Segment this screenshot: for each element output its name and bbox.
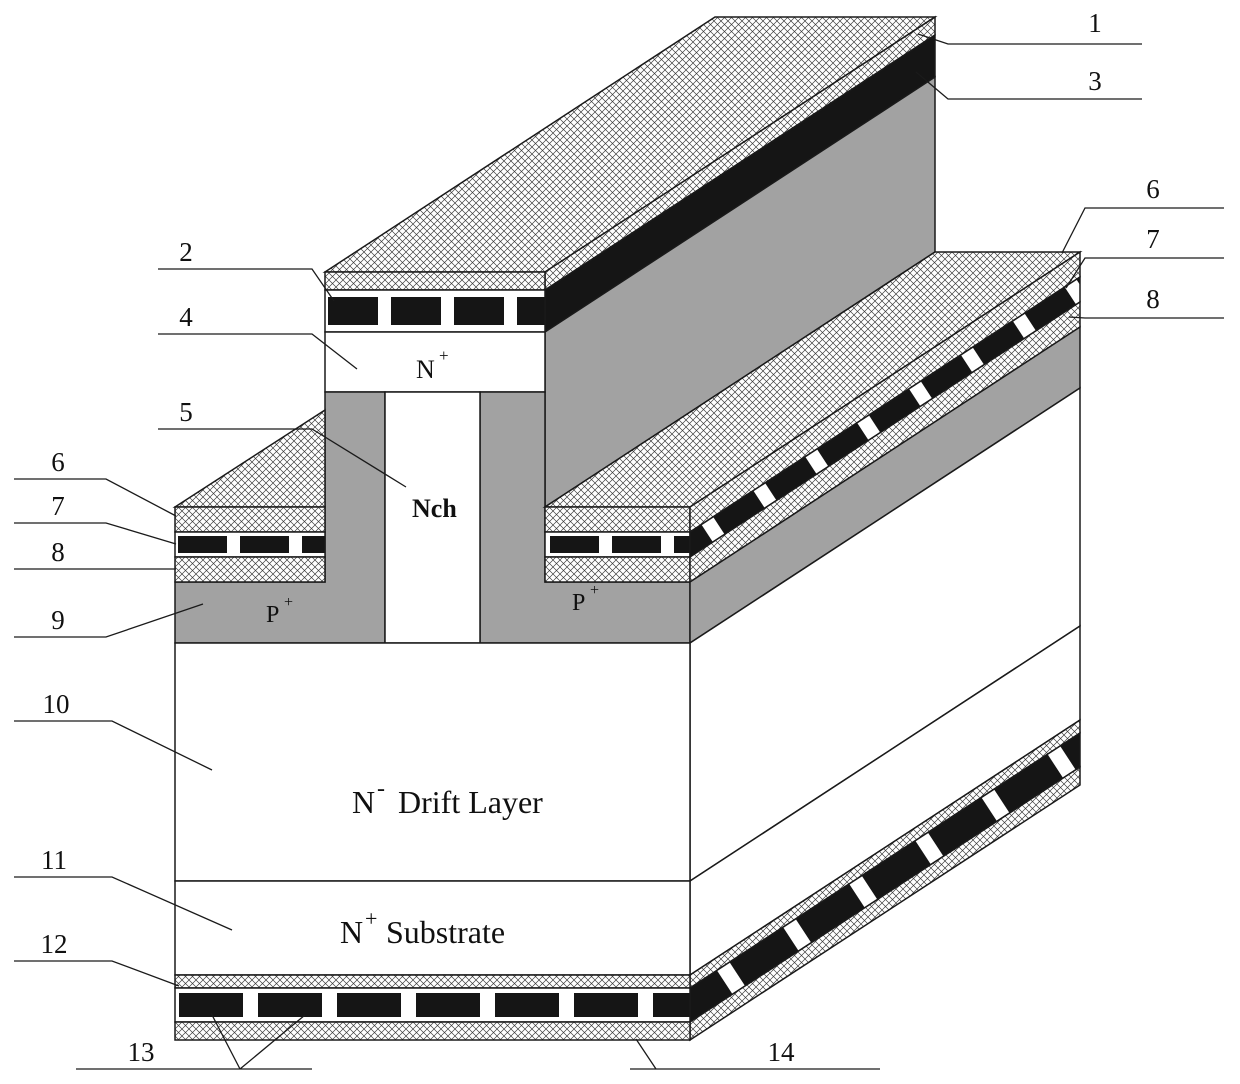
top-electrode-slab <box>322 15 938 334</box>
callout-13-number: 13 <box>128 1037 155 1067</box>
callout-7-left-number: 7 <box>51 491 65 521</box>
callout-7-right-number: 7 <box>1146 224 1160 254</box>
callout-6-left-number: 6 <box>51 447 65 477</box>
p-plus-right-superscript: + <box>590 582 599 599</box>
callout-10-leader <box>14 720 213 771</box>
callout-10: 10 <box>14 689 213 771</box>
top-metal-front-face <box>324 271 546 291</box>
n-plus-cap-region <box>324 331 546 393</box>
callout-13-leader <box>76 1012 312 1070</box>
callout-12-leader <box>14 960 180 987</box>
n-plus-cap-superscript: + <box>439 346 449 365</box>
callout-3-number: 3 <box>1088 66 1102 96</box>
drift-label-base: N <box>352 784 375 820</box>
callout-2: 2 <box>158 237 335 302</box>
channel-label: Nch <box>412 494 457 523</box>
bottom-layer14-front <box>174 1021 691 1041</box>
callout-10-number: 10 <box>43 689 70 719</box>
substrate-label-name: Substrate <box>386 914 505 950</box>
callout-4-number: 4 <box>179 302 193 332</box>
gate-finger-layer-front <box>324 289 546 333</box>
callout-6-right-leader <box>1061 207 1224 254</box>
drift-label-name: Drift Layer <box>398 784 543 820</box>
callout-1-leader <box>917 33 1142 45</box>
region-labels: N + Nch P + P + N - Drift Layer N + Subs… <box>266 346 599 950</box>
p-plus-right-label: P <box>572 590 585 616</box>
callout-6-left: 6 <box>14 447 177 517</box>
callout-8-left: 8 <box>14 537 176 570</box>
callout-3-leader <box>915 71 1142 100</box>
callout-4-leader <box>158 333 358 370</box>
callout-9: 9 <box>14 603 204 638</box>
callout-1-number: 1 <box>1088 8 1102 38</box>
p-plus-left-superscript: + <box>284 594 293 611</box>
right-layer6-front <box>544 506 691 533</box>
callout-5-number: 5 <box>179 397 193 427</box>
callout-12-number: 12 <box>41 929 68 959</box>
callout-7-right: 7 <box>1065 224 1224 289</box>
callout-1: 1 <box>917 8 1142 45</box>
callout-3: 3 <box>915 66 1142 100</box>
right-layer7-front <box>544 531 691 558</box>
bottom-layer12-front <box>174 974 691 989</box>
callout-6-left-leader <box>14 478 177 517</box>
callouts: 1 3 6 7 8 2 4 5 <box>14 8 1224 1070</box>
substrate-front <box>174 880 691 976</box>
callout-11-number: 11 <box>41 845 67 875</box>
left-layer6-front <box>174 506 326 533</box>
callout-8-right-number: 8 <box>1146 284 1160 314</box>
callout-5-leader <box>158 428 407 488</box>
callout-5: 5 <box>158 397 407 488</box>
callout-2-leader <box>158 268 335 302</box>
callout-4: 4 <box>158 302 358 370</box>
callout-11: 11 <box>14 845 233 931</box>
callout-7-left-leader <box>14 522 177 545</box>
callout-8-right-leader <box>1068 316 1224 319</box>
callout-11-leader <box>14 876 233 931</box>
callout-8-left-number: 8 <box>51 537 65 567</box>
drift-label-superscript: - <box>377 776 385 802</box>
body-front <box>174 642 691 1041</box>
callout-6-right-number: 6 <box>1146 174 1160 204</box>
callout-7-left: 7 <box>14 491 177 545</box>
callout-14: 14 <box>630 1037 880 1070</box>
right-layer8-front <box>544 556 691 583</box>
callout-13: 13 <box>76 1012 312 1070</box>
mesa-structure <box>174 75 936 644</box>
n-plus-cap-label: N <box>416 355 435 384</box>
bottom-layer13-front <box>174 987 691 1023</box>
callout-12: 12 <box>14 929 180 987</box>
p-plus-left-label: P <box>266 602 279 628</box>
drift-layer-front <box>174 642 691 882</box>
left-layer8-front <box>174 556 326 583</box>
callout-7-right-leader <box>1065 257 1224 289</box>
callout-2-number: 2 <box>179 237 193 267</box>
callout-9-number: 9 <box>51 605 65 635</box>
substrate-label-base: N <box>340 914 363 950</box>
left-layer7-front <box>174 531 326 558</box>
left-terrace <box>172 408 326 583</box>
substrate-label-superscript: + <box>365 906 377 931</box>
callout-8-right: 8 <box>1068 284 1224 319</box>
callout-14-number: 14 <box>768 1037 796 1067</box>
callout-9-leader <box>14 603 204 638</box>
callout-6-right: 6 <box>1061 174 1224 254</box>
right-terrace <box>542 250 1083 584</box>
callout-14-leader <box>630 1038 880 1070</box>
